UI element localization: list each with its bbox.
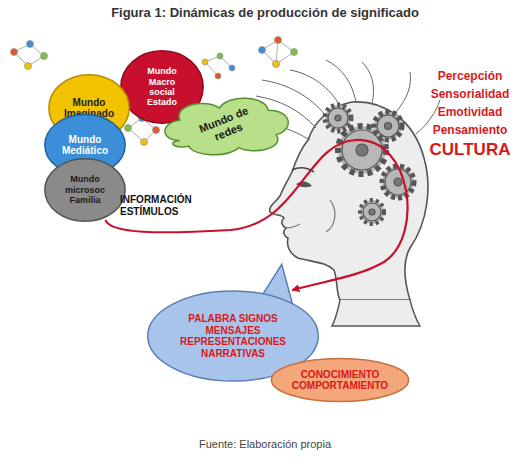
node-label: PALABRA SIGNOS MENSAJES REPRESENTACIONES… bbox=[180, 313, 286, 359]
culture-label: Emotividad bbox=[438, 106, 503, 120]
culture-heading: CULTURA bbox=[430, 140, 511, 160]
culture-label: Pensamiento bbox=[433, 124, 508, 138]
input-label: INFORMACIÓN ESTÍMULOS bbox=[120, 194, 192, 217]
world-circle: Mundo microsoc Familia bbox=[44, 158, 126, 222]
network-icon bbox=[11, 41, 48, 70]
culture-label: Percepción bbox=[438, 70, 503, 84]
node-text-group: PALABRA SIGNOS MENSAJES REPRESENTACIONES… bbox=[180, 313, 286, 359]
cloud-outline bbox=[165, 98, 288, 155]
node-label: Mundo Macro social Estado bbox=[137, 66, 187, 107]
figure-title: Figura 1: Dinámicas de producción de sig… bbox=[0, 6, 530, 21]
figure-caption: Fuente: Elaboración propia bbox=[0, 438, 530, 451]
culture-label: Sensorialidad bbox=[431, 88, 510, 102]
network-cloud: Mundo de redes bbox=[160, 90, 292, 162]
node-label: CONOCIMIENTO COMPORTAMIENTO bbox=[292, 369, 388, 392]
node-label: Mundo Mediático bbox=[58, 134, 112, 157]
node-text-group: Mundo Mediático bbox=[58, 134, 112, 157]
node-text-group: Mundo Macro social Estado bbox=[137, 66, 187, 107]
ellipse-outline bbox=[271, 358, 408, 401]
network-icon bbox=[202, 53, 235, 79]
network-icon bbox=[259, 37, 298, 68]
ellipse-outline bbox=[45, 159, 125, 222]
outcome-ellipse: CONOCIMIENTO COMPORTAMIENTO bbox=[270, 358, 410, 402]
node-text-group: CONOCIMIENTO COMPORTAMIENTO bbox=[292, 369, 388, 392]
node-label: Mundo microsoc Familia bbox=[61, 174, 109, 205]
flow-arrow bbox=[106, 140, 408, 290]
node-text-group: Mundo microsoc Familia bbox=[61, 174, 109, 205]
human-head bbox=[250, 60, 440, 326]
